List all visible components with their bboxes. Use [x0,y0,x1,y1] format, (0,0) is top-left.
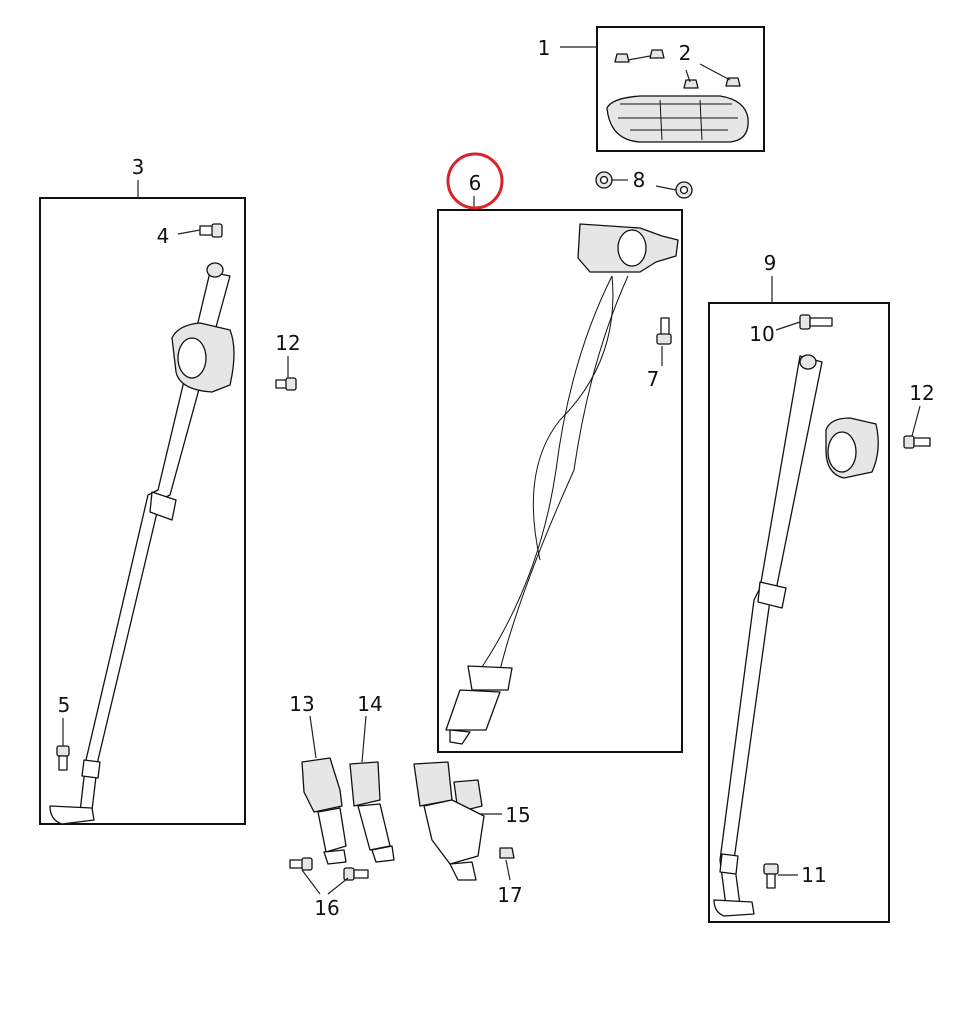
buckle-part-15 [413,761,485,881]
bolt-part-10 [799,314,833,330]
callout-12-left: 12 [275,331,300,355]
callout-11: 11 [801,863,826,887]
buckle-part-13 [301,757,347,865]
left-seat-belt-assembly [49,262,235,825]
callout-9: 9 [764,251,777,275]
bolt-part-5 [56,745,70,771]
group-box-9 [708,302,890,923]
callout-7: 7 [647,367,660,391]
bolt-part-12-left [275,377,297,391]
callout-10: 10 [749,322,774,346]
clip-parts-2 [614,49,741,89]
callout-8: 8 [633,168,646,192]
callout-6: 6 [469,171,482,195]
group-box-6 [437,209,683,753]
callout-13: 13 [289,692,314,716]
right-seat-belt-assembly [713,354,879,917]
callout-16: 16 [314,896,339,920]
callout-4: 4 [157,224,170,248]
callout-1: 1 [538,36,551,60]
bolt-part-11 [763,863,779,889]
callout-3: 3 [132,155,145,179]
bolt-part-4 [199,223,223,238]
callout-5: 5 [58,693,71,717]
overhead-bezel-part [606,95,749,143]
bolt-part-7 [656,317,672,345]
callout-14: 14 [357,692,382,716]
highlight-circle-6 [446,152,504,210]
clip-part-17 [499,847,515,859]
leader-lines [62,46,921,895]
buckle-part-14 [349,761,395,863]
group-box-3 [39,197,246,825]
bolt-parts-16 [289,857,369,881]
group-box-1 [596,26,765,152]
bolt-part-12-right [903,435,931,449]
callout-2: 2 [679,41,692,65]
callout-12-right: 12 [909,381,934,405]
callout-17: 17 [497,883,522,907]
center-seat-belt-part [445,223,679,745]
callout-15: 15 [505,803,530,827]
